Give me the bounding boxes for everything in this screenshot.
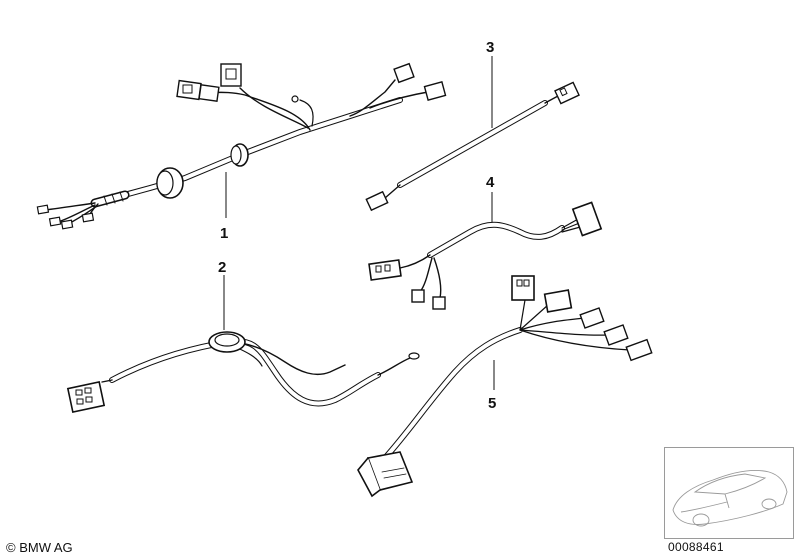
harness-part-5[interactable] (357, 275, 653, 498)
harness-part-4[interactable] (368, 201, 603, 310)
copyright-text: © BMW AG (6, 540, 73, 555)
callout-3: 3 (486, 39, 494, 56)
callout-2: 2 (218, 259, 226, 276)
callout-1: 1 (220, 225, 228, 242)
callout-4: 4 (486, 174, 495, 191)
harness-part-1[interactable] (36, 62, 447, 230)
callout-5: 5 (488, 395, 496, 412)
harness-part-3[interactable] (365, 81, 580, 212)
document-id: 00088461 (668, 540, 724, 554)
harness-part-2[interactable] (66, 331, 420, 414)
vehicle-thumbnail (664, 447, 794, 539)
car-outline-icon (672, 469, 788, 527)
